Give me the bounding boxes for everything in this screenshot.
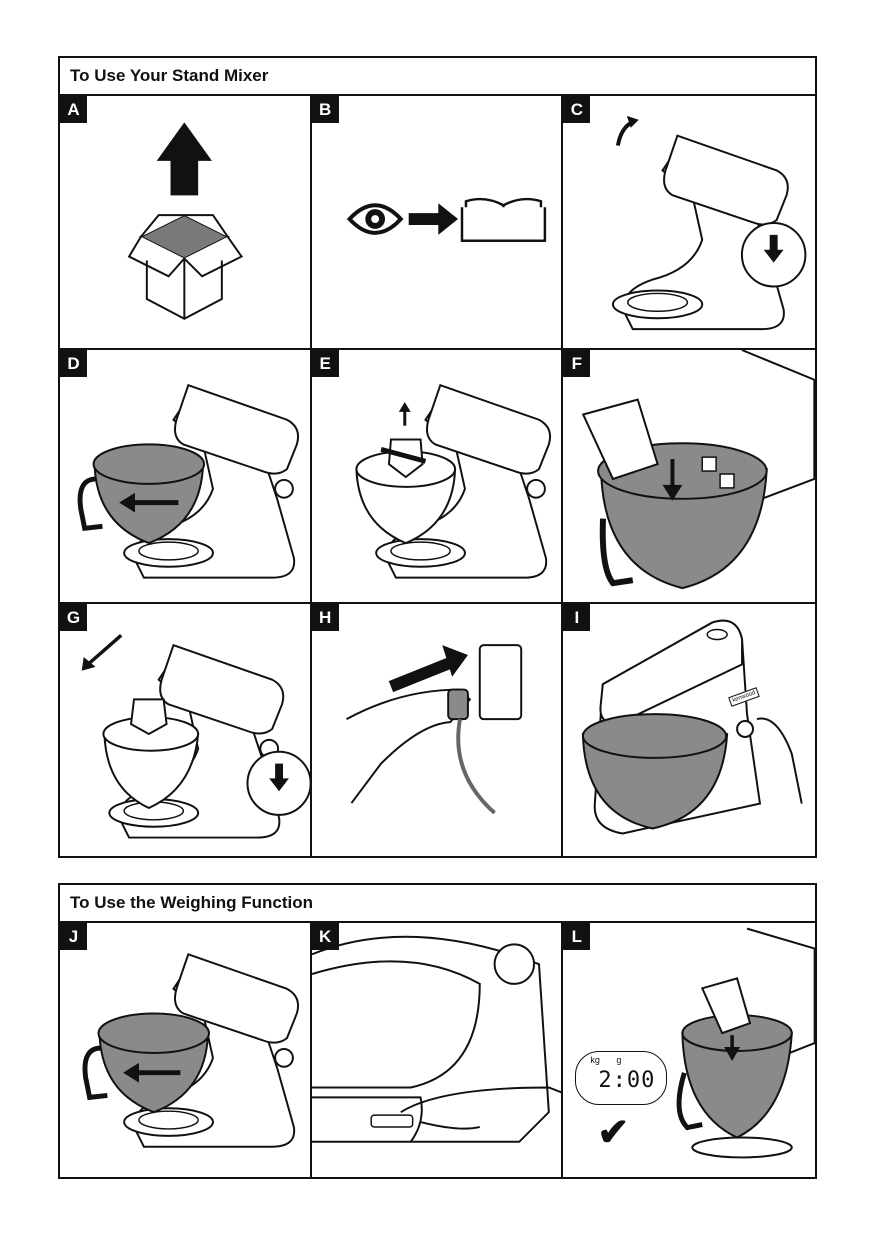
step-h: H	[311, 604, 564, 858]
unit-g: g	[616, 1055, 622, 1065]
fit-bowl-illustration	[60, 384, 300, 579]
step-a: A	[60, 96, 312, 350]
add-ingredients-illustration	[582, 350, 815, 590]
stand-mixer-section: To Use Your Stand Mixer A B C	[58, 56, 817, 858]
scale-display: kg g 2:00	[575, 1051, 668, 1105]
step-b: B	[311, 96, 564, 350]
weighing-section: To Use the Weighing Function J K L	[58, 883, 817, 1179]
step-label: D	[60, 350, 87, 377]
plug-in-illustration	[345, 644, 522, 815]
lower-head-illustration	[81, 633, 310, 839]
raise-head-illustration	[612, 115, 807, 331]
step-l: L kg g 2:00 ✔	[563, 923, 815, 1177]
step-label: F	[563, 350, 591, 377]
step-label: L	[563, 923, 591, 950]
checkmark-icon: ✔	[597, 1112, 630, 1154]
section-title: To Use Your Stand Mixer	[60, 58, 815, 96]
arrow-down-icon	[269, 763, 289, 792]
arrow-diagonal-icon	[388, 657, 453, 693]
fit-bowl-illustration	[60, 953, 300, 1148]
step-label: H	[311, 604, 339, 631]
arrow-down-icon	[764, 234, 784, 263]
arrow-diagonal-icon	[88, 633, 123, 665]
step-label: G	[60, 604, 87, 631]
open-book-icon	[460, 197, 546, 242]
step-label: B	[311, 96, 339, 123]
weight-reading: 2:00	[598, 1068, 656, 1093]
step-g: G	[60, 604, 312, 858]
step-label: J	[60, 923, 87, 950]
step-label: A	[60, 96, 87, 123]
step-label: K	[311, 923, 339, 950]
step-label: I	[563, 604, 591, 631]
step-e: E	[311, 350, 564, 604]
weigh-ingredients-illustration	[676, 927, 815, 1159]
step-i: I kenwood	[563, 604, 815, 858]
switch-on-illustration	[582, 619, 804, 835]
step-label: C	[563, 96, 591, 123]
step-f: F	[563, 350, 815, 604]
arrow-right-icon	[408, 203, 458, 235]
step-k: K	[311, 923, 564, 1177]
arrow-up-icon	[156, 122, 212, 196]
press-tare-illustration	[311, 935, 562, 1143]
step-label: E	[311, 350, 339, 377]
step-c: C	[563, 96, 815, 350]
step-j: J	[60, 923, 312, 1177]
fit-tool-illustration	[355, 384, 551, 579]
unit-kg: kg	[590, 1055, 600, 1065]
section-title: To Use the Weighing Function	[60, 885, 815, 923]
eye-icon	[346, 203, 404, 235]
unpack-box-illustration	[127, 122, 244, 320]
step-d: D	[60, 350, 312, 604]
read-manual-illustration	[346, 197, 546, 242]
